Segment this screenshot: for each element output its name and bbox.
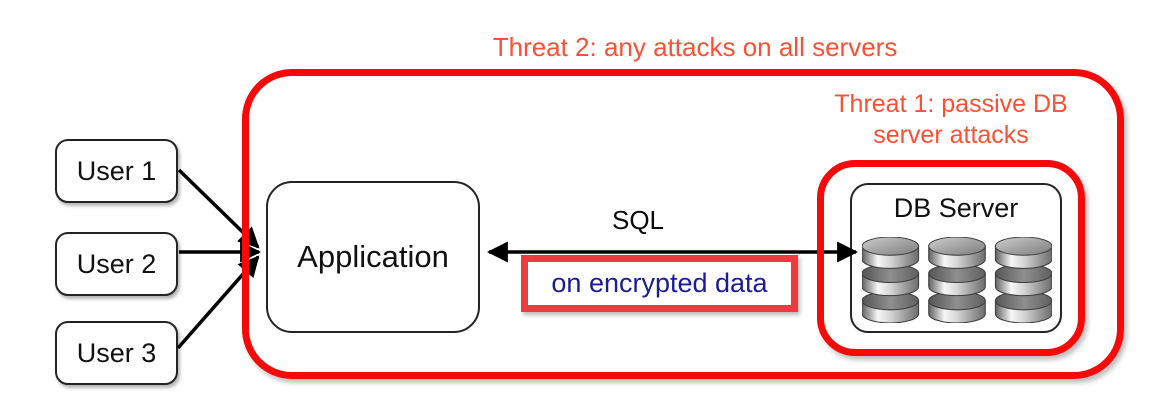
database-cylinders-icon [862,237,1052,323]
sql-protocol-label: SQL [611,205,665,235]
threat-1-label-line1: Threat 1: passive DB [834,90,1068,118]
user-1-box: User 1 [55,139,178,203]
db-server-box: DB Server [850,183,1062,333]
application-box: Application [266,181,480,333]
user1-to-app-arrow [177,168,260,249]
encrypted-data-badge: on encrypted data [521,255,798,312]
encrypted-data-label: on encrypted data [551,268,768,298]
application-label: Application [297,239,449,274]
db-server-label: DB Server [893,193,1019,223]
threat-1-label-line2: server attacks [873,121,1029,149]
user-2-label: User 2 [76,248,157,279]
user-3-label: User 3 [76,337,157,368]
database-cylinder-icon [994,237,1052,323]
user-2-box: User 2 [55,232,178,296]
database-cylinder-icon [928,237,986,323]
user-1-label: User 1 [76,155,157,186]
database-cylinder-icon [862,237,920,323]
user-3-box: User 3 [55,321,178,385]
user3-to-app-arrow [176,255,260,350]
threat-2-label: Threat 2: any attacks on all servers [492,32,898,62]
threat-1-label: Threat 1: passive DB server attacks [810,89,1092,151]
